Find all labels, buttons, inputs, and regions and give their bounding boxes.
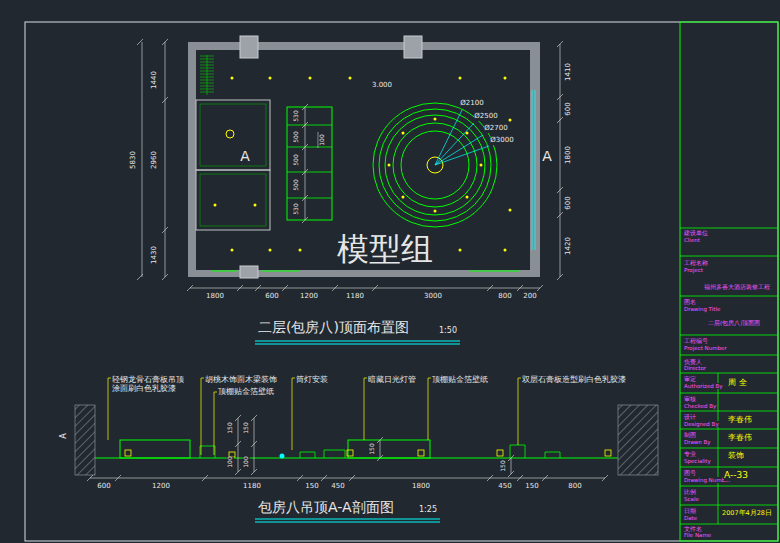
annotation-text: 二层(包房八)顶面图 xyxy=(708,320,760,326)
dimension-text: 450 xyxy=(498,483,511,491)
annotation-text: 审核 xyxy=(684,396,696,402)
dimension-text: 1440 xyxy=(151,71,159,89)
annotation-text: 李春伟 xyxy=(728,416,752,425)
annotation-text: 建设单位 xyxy=(684,230,708,236)
dimension-text: 150 xyxy=(525,483,538,491)
annotation-text: 设计 xyxy=(684,414,696,420)
dimension-text: 150 xyxy=(305,483,318,491)
annotation-text: 筒灯安装 xyxy=(296,376,328,385)
annotation-text: Speciality xyxy=(684,458,711,464)
dimension-text: A xyxy=(60,433,69,438)
dimension-text: 2960 xyxy=(151,151,159,169)
annotation-text: 审定 xyxy=(684,376,696,382)
annotation-text: 制图 xyxy=(684,432,696,438)
annotation-text: Authorized By xyxy=(684,383,723,389)
annotation-text: 顶棚贴金箔壁纸 xyxy=(218,388,274,397)
dimension-text: 1200 xyxy=(152,483,170,491)
dimension-text: 3.000 xyxy=(372,82,392,90)
annotation-text: 包房八吊顶A-A剖面图 xyxy=(258,500,394,515)
dimension-text: 600 xyxy=(97,483,110,491)
dimension-text: 100 xyxy=(243,456,250,467)
annotation-text: Project xyxy=(684,267,703,273)
dimension-text: Ø2700 xyxy=(484,125,507,133)
dimension-text: 1180 xyxy=(346,293,364,301)
dimension-text: 1800 xyxy=(412,483,430,491)
dimension-text: 1410 xyxy=(565,63,573,81)
annotation-text: 图号 xyxy=(684,470,696,476)
dimension-text: 150 xyxy=(243,422,250,433)
annotation-text: Drawing Title xyxy=(684,306,720,312)
annotation-text: File Name xyxy=(684,532,711,538)
annotation-text: A--33 xyxy=(724,471,748,481)
dimension-text: 530 xyxy=(293,203,300,214)
dimension-text: 500 xyxy=(293,154,300,165)
dimension-text: 1800 xyxy=(206,293,224,301)
dimension-text: 800 xyxy=(568,483,581,491)
dimension-text: 800 xyxy=(498,293,511,301)
dimension-text: Ø2100 xyxy=(460,100,483,108)
annotation-text: 工程名称 xyxy=(684,260,708,266)
dimension-text: 150 xyxy=(227,422,234,433)
annotation-text: Designed By xyxy=(684,421,719,427)
annotation-text: Client xyxy=(684,237,700,243)
dimension-text: 100 xyxy=(319,134,326,145)
dimension-text: 600 xyxy=(565,196,573,209)
annotation-text: 顶棚贴金箔壁纸 xyxy=(432,376,488,385)
dimension-text: Ø3000 xyxy=(490,137,513,145)
dimension-text: 1800 xyxy=(565,146,573,164)
dimension-text: 150 xyxy=(369,443,376,454)
dimension-text: Ø2500 xyxy=(474,113,497,121)
annotation-text: 比例 xyxy=(684,489,696,495)
annotation-text: 胡桃木饰面木梁装饰 xyxy=(205,376,277,385)
annotation-text: Drawn By xyxy=(684,439,711,445)
dimension-text: 200 xyxy=(523,293,536,301)
annotation-text: 图名 xyxy=(684,299,696,305)
dimension-text: 100 xyxy=(227,456,234,467)
dimension-text: 1420 xyxy=(565,237,573,255)
dimension-text: 450 xyxy=(331,483,344,491)
annotation-text: 装饰 xyxy=(728,452,744,461)
annotation-text: 2007年4月28日 xyxy=(722,510,772,517)
dimension-text: 530 xyxy=(293,110,300,121)
annotation-text: 二层(包房八)顶面布置图 xyxy=(258,320,409,335)
annotation-text: Project Number xyxy=(684,345,727,351)
dimension-text: 600 xyxy=(265,293,278,301)
dimension-text: 600 xyxy=(565,102,573,115)
dimension-text: 1430 xyxy=(151,246,159,264)
dimension-text: 3000 xyxy=(424,293,442,301)
annotation-text: Checked By xyxy=(684,403,716,409)
dimension-text: 1:25 xyxy=(419,506,437,515)
annotation-text: 周 全 xyxy=(728,379,747,388)
dimension-text: 模型组 xyxy=(337,232,433,267)
annotation-text: 工程编号 xyxy=(684,338,708,344)
annotation-text: 李春伟 xyxy=(728,434,752,443)
dimension-text: 1180 xyxy=(243,483,261,491)
dimension-text: 5830 xyxy=(130,151,138,169)
dimension-text: 1:50 xyxy=(439,327,457,336)
annotation-text: Scale xyxy=(684,496,699,502)
annotation-text: 双层石膏板造型刷白色乳胶漆 xyxy=(522,376,626,385)
dimension-text: 150 xyxy=(500,460,507,471)
dimension-text: A xyxy=(542,149,552,164)
annotation-text: 暗藏日光灯管 xyxy=(368,376,416,385)
dimension-text: 500 xyxy=(293,179,300,190)
dimension-text: 1200 xyxy=(300,293,318,301)
annotation-text: 轻钢龙骨石膏板吊顶 涂面刷白色乳胶漆 xyxy=(112,376,190,394)
annotation-text: 日期 xyxy=(684,508,696,514)
dimension-text: 500 xyxy=(293,131,300,142)
annotation-text: 专业 xyxy=(684,451,696,457)
annotation-text: Director xyxy=(684,365,706,371)
annotation-text: Date xyxy=(684,515,697,521)
dimension-text: A xyxy=(240,149,250,164)
annotation-text: 福州多喜大酒店装修工程 xyxy=(704,284,770,290)
